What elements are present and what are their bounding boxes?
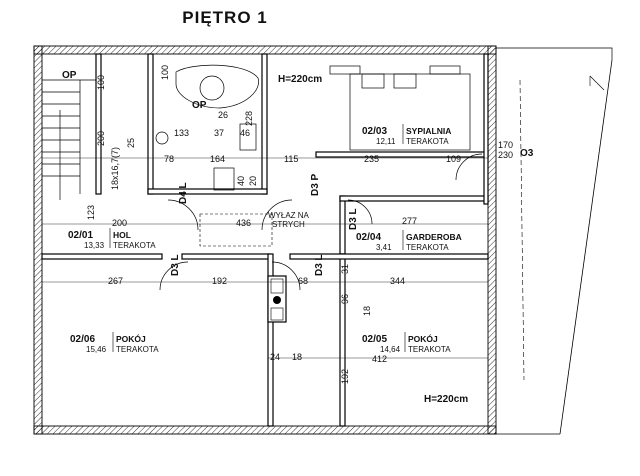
svg-text:230: 230 bbox=[498, 150, 513, 160]
svg-text:18x16,7(7): 18x16,7(7) bbox=[110, 147, 120, 190]
svg-text:100: 100 bbox=[160, 65, 170, 80]
bedroom-furniture bbox=[329, 65, 471, 151]
room-label-pokoj-0206: 02/06 POKÓJ 15,46 TERAKOTA bbox=[70, 332, 159, 354]
doors bbox=[159, 153, 483, 291]
dimension-labels: 100 100 200 25 133 37 46 26 228 78 164 1… bbox=[86, 65, 461, 384]
svg-text:24: 24 bbox=[270, 352, 280, 362]
svg-text:H=220cm: H=220cm bbox=[424, 394, 468, 405]
svg-text:96: 96 bbox=[340, 294, 350, 304]
svg-text:200: 200 bbox=[112, 218, 127, 228]
svg-text:02/01: 02/01 bbox=[68, 230, 93, 241]
svg-text:18: 18 bbox=[362, 306, 372, 316]
svg-text:68: 68 bbox=[298, 276, 308, 286]
svg-text:SYPIALNIA: SYPIALNIA bbox=[406, 126, 451, 136]
svg-text:POKÓJ: POKÓJ bbox=[116, 333, 146, 344]
svg-text:D4 L: D4 L bbox=[178, 182, 189, 204]
svg-text:12,11: 12,11 bbox=[376, 137, 396, 146]
room-label-hol: 02/01 HOL 13,33 TERAKOTA bbox=[68, 228, 156, 250]
chimney-icon bbox=[267, 275, 287, 323]
svg-text:14,64: 14,64 bbox=[380, 345, 401, 354]
svg-text:STRYCH: STRYCH bbox=[272, 220, 305, 229]
svg-text:TERAKOTA: TERAKOTA bbox=[408, 345, 451, 354]
svg-text:02/03: 02/03 bbox=[362, 126, 387, 137]
svg-text:31: 31 bbox=[340, 264, 350, 274]
svg-text:H=220cm: H=220cm bbox=[278, 74, 322, 85]
room-label-garderoba: 02/04 GARDEROBA 3,41 TERAKOTA bbox=[356, 230, 462, 252]
misc-labels: OP OP O3 H=220cm H=220cm WYŁAZ NA STRYCH… bbox=[62, 70, 534, 405]
svg-text:TERAKOTA: TERAKOTA bbox=[406, 243, 449, 252]
svg-text:412: 412 bbox=[372, 354, 387, 364]
balcony-outline bbox=[496, 47, 613, 435]
room-label-sypialnia: 02/03 SYPIALNIA 12,11 TERAKOTA bbox=[362, 124, 451, 146]
dimension-lines bbox=[42, 157, 488, 359]
floor-title: PIĘTRO 1 bbox=[182, 8, 268, 27]
svg-text:POKÓJ: POKÓJ bbox=[408, 333, 438, 344]
svg-text:GARDEROBA: GARDEROBA bbox=[406, 232, 462, 242]
bathroom-fixtures bbox=[155, 64, 259, 191]
svg-text:192: 192 bbox=[340, 369, 350, 384]
svg-text:D3 L: D3 L bbox=[348, 208, 359, 230]
svg-text:02/04: 02/04 bbox=[356, 232, 381, 243]
svg-text:40: 40 bbox=[236, 176, 246, 186]
svg-text:O3: O3 bbox=[520, 148, 534, 159]
svg-text:115: 115 bbox=[284, 154, 298, 164]
svg-text:15,46: 15,46 bbox=[86, 345, 107, 354]
svg-text:170: 170 bbox=[498, 140, 513, 150]
svg-text:OP: OP bbox=[192, 100, 207, 111]
svg-text:436: 436 bbox=[236, 218, 251, 228]
svg-text:WYŁAZ NA: WYŁAZ NA bbox=[268, 211, 310, 220]
svg-text:02/06: 02/06 bbox=[70, 334, 95, 345]
svg-text:192: 192 bbox=[212, 276, 227, 286]
svg-text:109: 109 bbox=[446, 154, 461, 164]
svg-text:277: 277 bbox=[402, 216, 417, 226]
svg-text:3,41: 3,41 bbox=[376, 243, 392, 252]
svg-text:HOL: HOL bbox=[113, 230, 131, 240]
svg-text:78: 78 bbox=[164, 154, 174, 164]
svg-text:26: 26 bbox=[218, 110, 228, 120]
svg-text:OP: OP bbox=[62, 70, 77, 81]
svg-text:D3 L: D3 L bbox=[314, 254, 325, 276]
interior-walls bbox=[41, 53, 489, 427]
svg-text:D3 L: D3 L bbox=[170, 254, 181, 276]
svg-text:235: 235 bbox=[364, 154, 379, 164]
room-label-pokoj-0205: 02/05 POKÓJ 14,64 TERAKOTA bbox=[362, 332, 451, 354]
svg-text:18: 18 bbox=[292, 352, 302, 362]
svg-text:267: 267 bbox=[108, 276, 123, 286]
svg-text:TERAKOTA: TERAKOTA bbox=[113, 241, 156, 250]
svg-text:02/05: 02/05 bbox=[362, 334, 387, 345]
svg-text:46: 46 bbox=[240, 128, 250, 138]
svg-text:TERAKOTA: TERAKOTA bbox=[116, 345, 159, 354]
staircase bbox=[42, 79, 96, 200]
svg-text:228: 228 bbox=[244, 111, 254, 126]
svg-text:D3 P: D3 P bbox=[310, 173, 321, 196]
svg-text:20: 20 bbox=[248, 176, 258, 186]
svg-text:TERAKOTA: TERAKOTA bbox=[406, 137, 449, 146]
svg-text:123: 123 bbox=[86, 205, 96, 220]
svg-text:344: 344 bbox=[390, 276, 405, 286]
svg-text:200: 200 bbox=[96, 131, 106, 146]
svg-text:37: 37 bbox=[214, 128, 224, 138]
svg-text:100: 100 bbox=[96, 75, 106, 90]
svg-text:25: 25 bbox=[126, 138, 136, 148]
svg-text:133: 133 bbox=[174, 128, 189, 138]
svg-text:13,33: 13,33 bbox=[84, 241, 105, 250]
svg-text:164: 164 bbox=[210, 154, 225, 164]
